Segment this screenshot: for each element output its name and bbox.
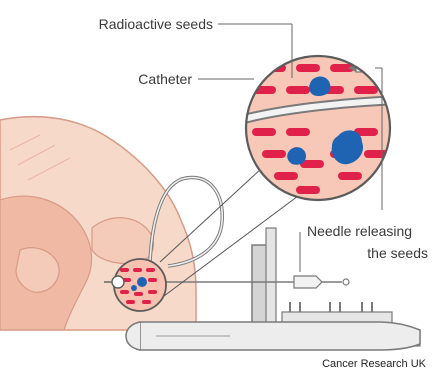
tumour-spot-small [137,277,147,287]
ultrasound-probe-icon [126,322,420,350]
label-catheter: Catheter [138,71,192,87]
label-needle-line2: the seeds [367,245,428,261]
image-credit: Cancer Research UK [322,358,427,370]
label-radioactive-seeds: Radioactive seeds [99,16,213,32]
label-needle-line1: Needle releasing [307,223,412,239]
magnifier-callout-icon [240,56,398,200]
tumour-spot-small-2 [131,285,137,291]
pelvis-anatomy [0,117,196,330]
